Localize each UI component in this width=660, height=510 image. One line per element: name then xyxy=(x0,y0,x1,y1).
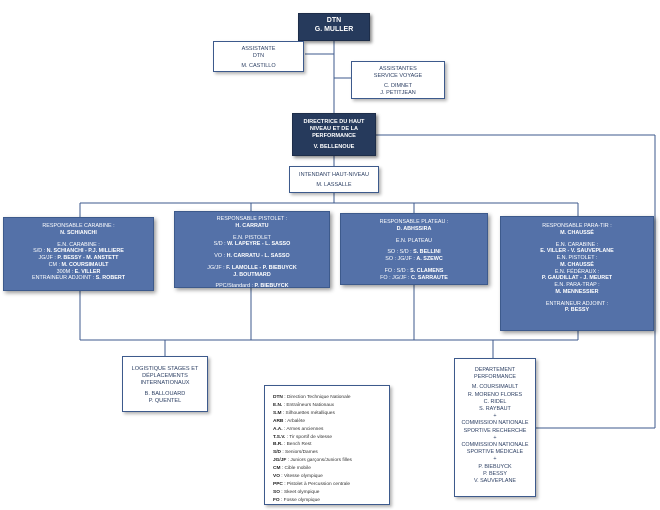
paratir-line: E.N. FÉDÉRAUX : xyxy=(554,268,600,275)
logistique-title: INTERNATIONAUX xyxy=(140,379,190,386)
assistante-dtn-role: ASSISTANTE xyxy=(241,46,276,52)
carabine-line: CM : M. COURSIMAULT xyxy=(48,261,109,268)
legend-row: CM : Cible mobile xyxy=(273,466,311,472)
departement-line: DEPARTEMENT xyxy=(474,367,516,373)
pistolet-line: RESPONSABLE PISTOLET : xyxy=(216,216,288,222)
assistantes-voyage-role2: SERVICE VOYAGE xyxy=(373,72,423,79)
legend-row: PPC : Pistolet à Percussion centrale xyxy=(273,481,351,487)
assistante-dtn-role2: DTN xyxy=(252,52,265,59)
assistante-dtn-box: ASSISTANTE DTN M. CASTILLO xyxy=(213,41,304,72)
legend-row: E.N. : Entraîneurs Nationaux xyxy=(273,402,335,408)
logistique-title: LOGISTIQUE STAGES ET xyxy=(131,366,199,372)
assistantes-voyage-role: ASSISTANTES xyxy=(379,66,417,72)
abbreviations-legend: DTN : Direction Technique Nationale E.N.… xyxy=(264,385,390,505)
carabine-line: RESPONSABLE CARABINE : xyxy=(42,223,115,229)
directrice-name: V. BELLENOUE xyxy=(313,143,355,150)
plateau-line: SO : S/D : S. BELLINI xyxy=(387,249,441,256)
paratir-line: E.N. PISTOLET : xyxy=(556,255,598,261)
paratir-line: E. VILLER - V. SAUVEPLANE xyxy=(540,248,614,255)
dtn-name: G. MULLER xyxy=(314,25,354,33)
departement-line: R. MORENO FLORES xyxy=(467,391,523,398)
plateau-line: SO : JG/JF : A. SZEWC xyxy=(385,256,443,262)
logistique-title: DÉPLACEMENTS xyxy=(142,372,188,379)
intendant-box: INTENDANT HAUT-NIVEAU M. LASSALLE xyxy=(289,166,379,193)
carabine-line: JG/JF : P. BESSY - M. ANSTETT xyxy=(38,255,119,261)
departement-line: + xyxy=(493,413,497,420)
carabine-line: E.N. CARABINE : xyxy=(57,241,100,248)
paratir-line: M. CHAUSSÉ xyxy=(560,261,594,268)
directrice-title: DIRECTRICE DU HAUT NIVEAU ET DE LA PERFO… xyxy=(303,119,365,139)
assistantes-voyage-box: ASSISTANTES SERVICE VOYAGE C. DIMNET J. … xyxy=(351,61,445,99)
plateau-box: RESPONSABLE PLATEAU : D. ABHSSIRA E.N. P… xyxy=(340,213,488,285)
logistique-name: P. QUENTEL xyxy=(148,397,182,404)
paratir-line: RESPONSABLE PARA-TIR : xyxy=(542,223,612,229)
dtn-title: DTN xyxy=(326,17,342,24)
departement-line: C. RIDEL xyxy=(483,398,507,405)
dtn-box: DTN G. MULLER xyxy=(298,13,370,41)
logistique-name: B. BALLOUARD xyxy=(144,390,186,397)
carabine-line: 300M : E. VILLER xyxy=(56,268,101,275)
departement-line: M. COURSIMAULT xyxy=(471,384,519,391)
carabine-box: RESPONSABLE CARABINE : N. SCHIANCHI E.N.… xyxy=(3,217,154,291)
paratir-box: RESPONSABLE PARA-TIR : M. CHAUSSÉ E.N. C… xyxy=(500,216,654,331)
plateau-line: E.N. PLATEAU xyxy=(395,237,433,244)
legend-row: FO : Fosse olympique xyxy=(273,497,320,503)
paratir-line: ENTRAINEUR ADJOINT : xyxy=(545,300,609,307)
logistique-box: LOGISTIQUE STAGES ET DÉPLACEMENTS INTERN… xyxy=(122,356,208,412)
pistolet-line: S/D : W. LAPEYRE - L. SASSO xyxy=(213,241,291,248)
pistolet-line: J. BOUTMARD xyxy=(233,271,271,278)
legend-row: DTN : Direction Technique Nationale xyxy=(273,395,351,400)
legend-row: S/D : Seniors/Dames xyxy=(273,450,318,456)
paratir-line: E.N. CARABINE : xyxy=(555,241,599,248)
legend-row: ARB : Arbalète xyxy=(273,418,306,424)
departement-line: PERFORMANCE xyxy=(474,374,516,381)
plateau-line: FO : JG/JF : C. SARRAUTE xyxy=(380,274,448,281)
intendant-role: INTENDANT HAUT-NIVEAU xyxy=(299,172,369,178)
pistolet-box: RESPONSABLE PISTOLET : H. CARRATU E.N. P… xyxy=(174,211,330,290)
pistolet-line: E.N. PISTOLET xyxy=(233,234,271,241)
paratir-line: M. MENNESSIER xyxy=(555,288,599,295)
carabine-line: ENTRAINEUR ADJOINT : S. ROBERT xyxy=(31,275,126,282)
pistolet-line: VO : H. CARRATU - L. SASSO xyxy=(214,253,290,259)
assistantes-voyage-name: C. DIMNET xyxy=(383,82,413,89)
departement-line: SPORTIVE MÉDICALE xyxy=(466,449,524,456)
plateau-line: RESPONSABLE PLATEAU : xyxy=(379,219,449,225)
carabine-line: S/D : N. SCHIANCHI - P.J. MILLIERE xyxy=(33,248,124,255)
pistolet-line: JG/JF : F. LAMOLLE - P. BIEBUYCK xyxy=(207,264,297,271)
legend-row: S.M : Silhouettes métalliques xyxy=(273,410,335,416)
departement-line: SPORTIVE RECHERCHE xyxy=(463,427,527,434)
directrice-box: DIRECTRICE DU HAUT NIVEAU ET DE LA PERFO… xyxy=(292,113,376,156)
legend-row: SO : Skeet olympique xyxy=(273,489,320,495)
assistantes-voyage-name: J. PETITJEAN xyxy=(380,89,416,96)
departement-line: P. BIEBUYCK xyxy=(478,463,512,470)
legend-row: JG/JF : Juniors garçons/Juniors filles xyxy=(273,458,352,464)
plateau-line: D. ABHSSIRA xyxy=(396,225,432,232)
paratir-line: M. CHAUSSÉ xyxy=(560,229,594,236)
pistolet-line: PPC/Standard : P. BIEBUYCK xyxy=(215,283,289,290)
assistante-dtn-name: M. CASTILLO xyxy=(241,62,276,69)
legend-row: VO : Vitesse olympique xyxy=(273,474,323,480)
departement-line: P. BESSY xyxy=(483,470,507,477)
departement-line: COMMISSION NATIONALE xyxy=(461,420,529,427)
paratir-line: P. BESSY xyxy=(564,307,590,314)
paratir-line: E.N. PARA-TRAP : xyxy=(554,282,600,288)
legend-row: T.S.V. : Tir sportif de vitesse xyxy=(273,434,333,440)
legend-row: A.A. : Armes anciennes xyxy=(273,426,324,432)
departement-box: DEPARTEMENT PERFORMANCE M. COURSIMAULT R… xyxy=(454,358,536,497)
departement-line: S. RAYBAUT xyxy=(479,406,511,413)
departement-line: + xyxy=(493,434,497,441)
intendant-name: M. LASSALLE xyxy=(316,181,352,188)
plateau-line: FO : S/D : S. CLAMENS xyxy=(384,267,444,274)
departement-line: + xyxy=(493,456,497,463)
carabine-line: N. SCHIANCHI xyxy=(60,229,97,236)
legend-row: B.R. : Bench Rest xyxy=(273,442,312,448)
pistolet-line: H. CARRATU xyxy=(235,222,269,229)
paratir-line: P. GAUDILLAT - J. MEURET xyxy=(541,275,613,282)
departement-line: V. SAUVEPLANE xyxy=(473,478,517,485)
departement-line: COMMISSION NATIONALE xyxy=(461,442,529,449)
